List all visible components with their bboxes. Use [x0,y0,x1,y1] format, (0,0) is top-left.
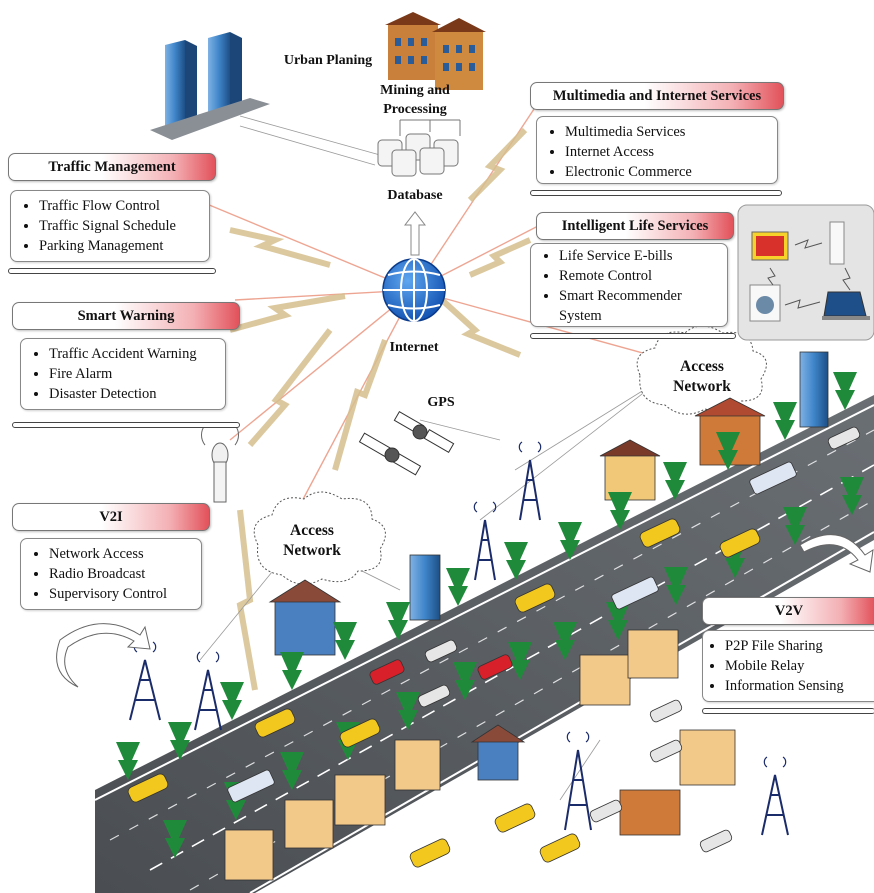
urban-planing-label: Urban Planing [283,53,373,68]
list-item: Remote Control [559,266,727,286]
traffic-management-list: Traffic Flow Control Traffic Signal Sche… [10,190,210,262]
v2i-header: V2I [12,503,210,531]
access-network-left-label-line1: Access [290,522,334,539]
list-item: Information Sensing [725,676,874,696]
list-item: Supervisory Control [49,584,201,604]
v2v-header: V2V [702,597,874,625]
wireless-links [229,127,532,691]
internet-globe [382,258,446,322]
section-divider [530,190,782,196]
section-divider [702,708,874,714]
list-item: Network Access [49,544,201,564]
list-item: P2P File Sharing [725,636,874,656]
smart-warning-header: Smart Warning [12,302,240,330]
list-item: Parking Management [39,236,209,256]
list-item: Electronic Commerce [565,162,777,182]
database-label: Database [387,188,443,203]
mining-processing-label-line1: Mining and [380,83,450,98]
list-item: Life Service E-bills [559,246,727,266]
gps-label: GPS [427,395,455,410]
vehicles [127,426,861,868]
traffic-management-header: Traffic Management [8,153,216,181]
roadside-antenna [201,424,239,503]
internet-label: Internet [389,340,439,355]
v2v-list: P2P File Sharing Mobile Relay Informatio… [702,630,874,702]
urban-buildings [385,12,486,90]
v2v-curved-arrows [56,534,874,688]
access-network-right-label-line1: Access [680,358,724,375]
v2i-list: Network Access Radio Broadcast Superviso… [20,538,202,610]
intelligent-life-header: Intelligent Life Services [536,212,734,240]
db-internet-arrow [403,211,427,256]
list-item: Mobile Relay [725,656,874,676]
section-divider [530,333,736,339]
section-divider [12,422,240,428]
appliance-panel [737,204,874,341]
list-item: Traffic Flow Control [39,196,209,216]
list-item: Internet Access [565,142,777,162]
access-network-right-label-line2: Network [673,378,731,395]
access-cloud-right [636,325,767,415]
intelligent-life-list: Life Service E-bills Remote Control Smar… [530,243,728,327]
multimedia-services-header: Multimedia and Internet Services [530,82,784,110]
section-divider [8,268,216,274]
database-servers [377,119,461,177]
access-network-left-label-line2: Network [283,542,341,559]
smart-warning-list: Traffic Accident Warning Fire Alarm Disa… [20,338,226,410]
list-item: Disaster Detection [49,384,225,404]
multimedia-services-list: Multimedia Services Internet Access Elec… [536,116,778,184]
mining-processing-label-line2: Processing [383,102,447,117]
list-item: Smart Recommender System [559,286,727,326]
gps-satellites [358,410,455,476]
cell-towers [129,459,789,836]
list-item: Multimedia Services [565,122,777,142]
office-towers [150,32,270,140]
list-item: Fire Alarm [49,364,225,384]
list-item: Traffic Signal Schedule [39,216,209,236]
list-item: Radio Broadcast [49,564,201,584]
list-item: Traffic Accident Warning [49,344,225,364]
